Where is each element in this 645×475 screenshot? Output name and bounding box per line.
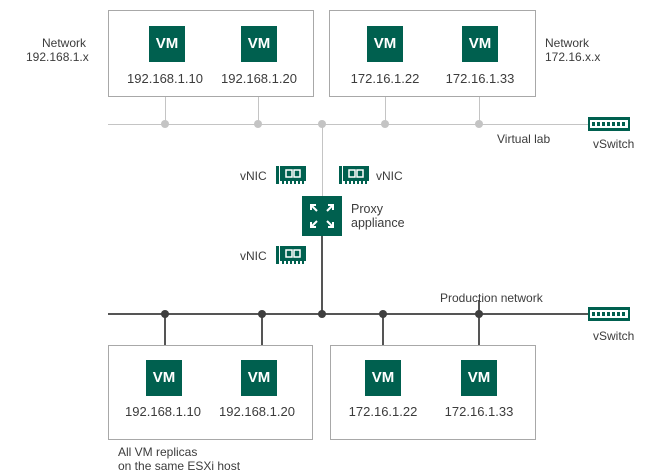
vm-ip-label: 192.168.1.20 xyxy=(221,71,297,86)
prod-drop-1 xyxy=(164,314,166,345)
bus-node xyxy=(254,120,262,128)
vnic-icon xyxy=(276,246,306,264)
vm-icon: VM xyxy=(462,26,498,62)
vnic-label: vNIC xyxy=(240,169,267,183)
network-box-192: VM VM 192.168.1.10 192.168.1.20 xyxy=(108,10,314,97)
network-label-line1: Network xyxy=(545,36,590,50)
production-bus-node xyxy=(475,310,483,318)
bus-node xyxy=(475,120,483,128)
production-bus-node xyxy=(379,310,387,318)
replica-box-192: VM VM 192.168.1.10 192.168.1.20 xyxy=(108,345,313,440)
vnic-label: vNIC xyxy=(240,249,267,263)
vnic-icon xyxy=(276,166,306,184)
bus-drop-3 xyxy=(385,97,386,124)
vm-icon: VM xyxy=(461,360,497,396)
prod-drop-2 xyxy=(261,314,263,345)
vm-icon: VM xyxy=(241,26,277,62)
vnic-label: vNIC xyxy=(376,169,403,183)
proxy-appliance-icon xyxy=(302,196,342,236)
bus-node xyxy=(381,120,389,128)
proxy-to-production-link xyxy=(321,236,323,314)
vm-icon: VM xyxy=(365,360,401,396)
production-bus-node xyxy=(318,310,326,318)
bus-drop-4 xyxy=(479,97,480,124)
prod-drop-3 xyxy=(382,314,384,345)
replicas-caption-line2: on the same ESXi host xyxy=(118,459,241,473)
vm-ip-label: 172.16.1.22 xyxy=(348,404,418,419)
vm-icon: VM xyxy=(367,26,403,62)
virtual-lab-label: Virtual lab xyxy=(497,132,551,146)
network-label-172: Network 172.16.x.x xyxy=(545,36,600,64)
production-network-label: Production network xyxy=(440,291,543,305)
vm-ip-label: 192.168.1.10 xyxy=(125,404,201,419)
vm-ip-label: 192.168.1.10 xyxy=(127,71,203,86)
vm-ip-label: 172.16.1.22 xyxy=(350,71,420,86)
replica-box-172: VM VM 172.16.1.22 172.16.1.33 xyxy=(330,345,536,440)
bus-drop-2 xyxy=(258,97,259,124)
proxy-label-line1: Proxy xyxy=(351,202,383,216)
bus-drop-1 xyxy=(165,97,166,124)
replicas-caption-line1: All VM replicas xyxy=(118,445,198,459)
network-label-192: Network 192.168.1.x xyxy=(26,36,89,64)
bus-node xyxy=(161,120,169,128)
vswitch-icon xyxy=(588,117,630,131)
network-label-line2: 192.168.1.x xyxy=(26,50,89,64)
vswitch-label: vSwitch xyxy=(593,329,635,343)
network-label-line2: 172.16.x.x xyxy=(545,50,601,64)
replicas-caption: All VM replicas on the same ESXi host xyxy=(118,445,240,473)
prod-drop-4 xyxy=(478,300,480,345)
production-bus-node xyxy=(258,310,266,318)
proxy-label: Proxy appliance xyxy=(351,202,405,230)
vm-icon: VM xyxy=(241,360,277,396)
network-box-172: VM VM 172.16.1.22 172.16.1.33 xyxy=(329,10,536,97)
production-network-bus xyxy=(108,313,588,315)
network-label-line1: Network xyxy=(41,36,86,50)
vswitch-label: vSwitch xyxy=(593,137,635,151)
proxy-label-line2: appliance xyxy=(351,216,405,230)
vm-icon: VM xyxy=(146,360,182,396)
vm-icon: VM xyxy=(149,26,185,62)
vswitch-icon xyxy=(588,307,630,321)
vlab-to-proxy-link xyxy=(322,124,323,196)
virtual-lab-bus xyxy=(108,124,588,125)
vm-ip-label: 172.16.1.33 xyxy=(445,71,515,86)
vnic-icon xyxy=(339,166,369,184)
production-bus-node xyxy=(161,310,169,318)
vm-ip-label: 192.168.1.20 xyxy=(219,404,295,419)
vm-ip-label: 172.16.1.33 xyxy=(444,404,514,419)
